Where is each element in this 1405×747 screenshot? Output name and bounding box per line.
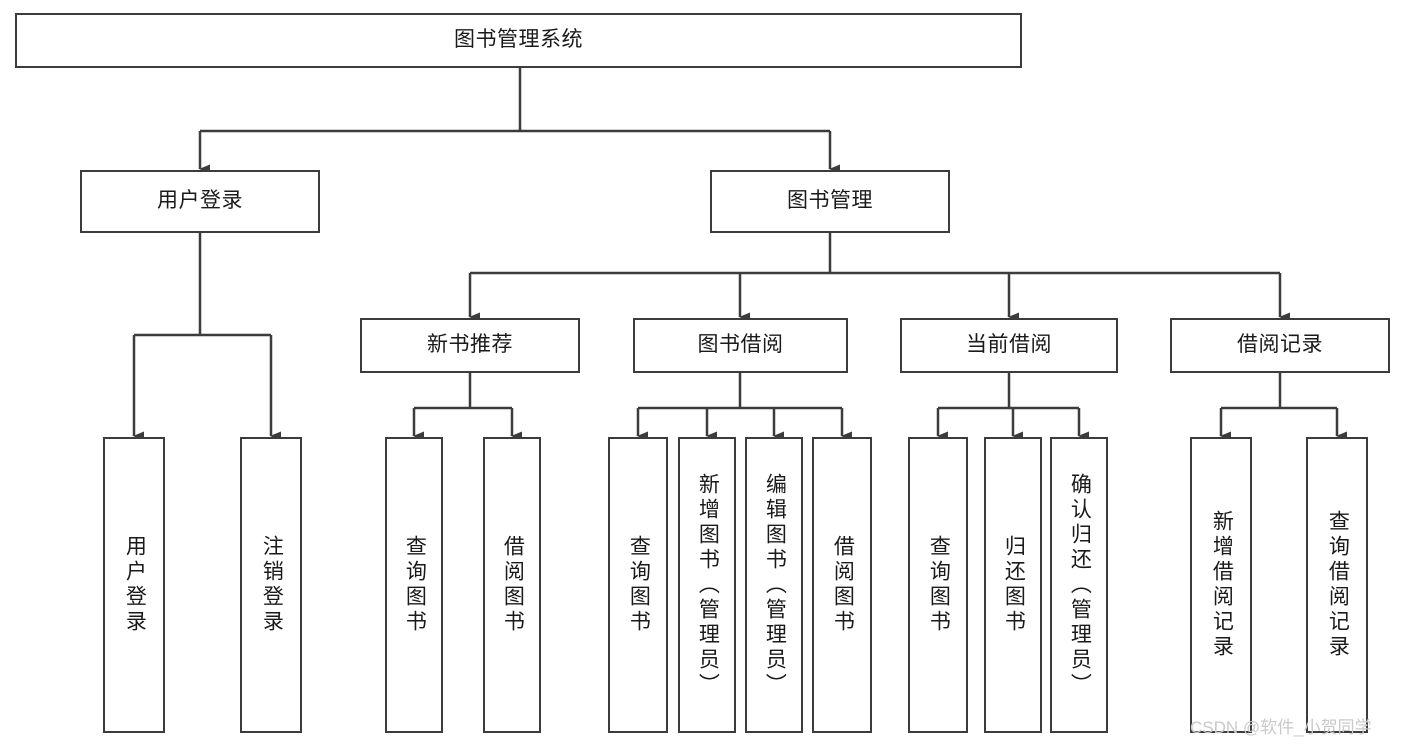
node-new-book-rec[interactable]: 新书推荐 bbox=[360, 318, 580, 373]
node-label: 借阅图书 bbox=[501, 535, 525, 635]
node-label: 新增图书（管理员） bbox=[696, 472, 720, 698]
node-label: 查询图书 bbox=[927, 535, 951, 635]
node-label: 注销登录 bbox=[260, 535, 284, 635]
node-leaf-cb-confirm[interactable]: 确认归还（管理员） bbox=[1050, 437, 1108, 733]
node-borrow-record[interactable]: 借阅记录 bbox=[1170, 318, 1390, 373]
node-label: 图书管理 bbox=[787, 189, 873, 213]
node-leaf-rec-query[interactable]: 查询图书 bbox=[385, 437, 443, 733]
node-label: 查询图书 bbox=[403, 535, 427, 635]
node-label: 查询图书 bbox=[627, 535, 651, 635]
node-book-borrow[interactable]: 图书借阅 bbox=[633, 318, 848, 373]
node-leaf-bb-edit[interactable]: 编辑图书（管理员） bbox=[745, 437, 803, 733]
node-label: 图书借阅 bbox=[697, 333, 784, 357]
node-leaf-bb-query[interactable]: 查询图书 bbox=[608, 437, 668, 733]
node-label: 确认归还（管理员） bbox=[1068, 472, 1092, 698]
node-leaf-bb-borrow[interactable]: 借阅图书 bbox=[812, 437, 872, 733]
node-leaf-user-login[interactable]: 用户登录 bbox=[103, 437, 165, 733]
node-user-login[interactable]: 用户登录 bbox=[80, 170, 320, 233]
node-label: 借阅图书 bbox=[831, 535, 855, 635]
node-leaf-br-query[interactable]: 查询借阅记录 bbox=[1306, 437, 1368, 733]
node-label: 查询借阅记录 bbox=[1326, 510, 1350, 660]
node-label: 新书推荐 bbox=[427, 333, 513, 357]
node-label: 用户登录 bbox=[123, 535, 147, 635]
node-label: 新增借阅记录 bbox=[1210, 510, 1234, 660]
node-leaf-rec-borrow[interactable]: 借阅图书 bbox=[483, 437, 541, 733]
node-leaf-cb-return[interactable]: 归还图书 bbox=[984, 437, 1042, 733]
node-label: 当前借阅 bbox=[966, 333, 1052, 357]
node-label: 编辑图书（管理员） bbox=[763, 472, 787, 698]
node-label: 归还图书 bbox=[1002, 535, 1026, 635]
node-root[interactable]: 图书管理系统 bbox=[15, 13, 1022, 68]
node-current-borrow[interactable]: 当前借阅 bbox=[900, 318, 1118, 373]
node-book-manage[interactable]: 图书管理 bbox=[710, 170, 950, 233]
node-label: 借阅记录 bbox=[1237, 333, 1323, 357]
node-leaf-cb-query[interactable]: 查询图书 bbox=[908, 437, 968, 733]
node-leaf-user-logout[interactable]: 注销登录 bbox=[240, 437, 302, 733]
node-leaf-bb-add[interactable]: 新增图书（管理员） bbox=[678, 437, 736, 733]
node-label: 用户登录 bbox=[157, 189, 243, 213]
edge-layer bbox=[132, 68, 1347, 441]
node-label: 图书管理系统 bbox=[454, 28, 583, 52]
node-leaf-br-add[interactable]: 新增借阅记录 bbox=[1190, 437, 1252, 733]
